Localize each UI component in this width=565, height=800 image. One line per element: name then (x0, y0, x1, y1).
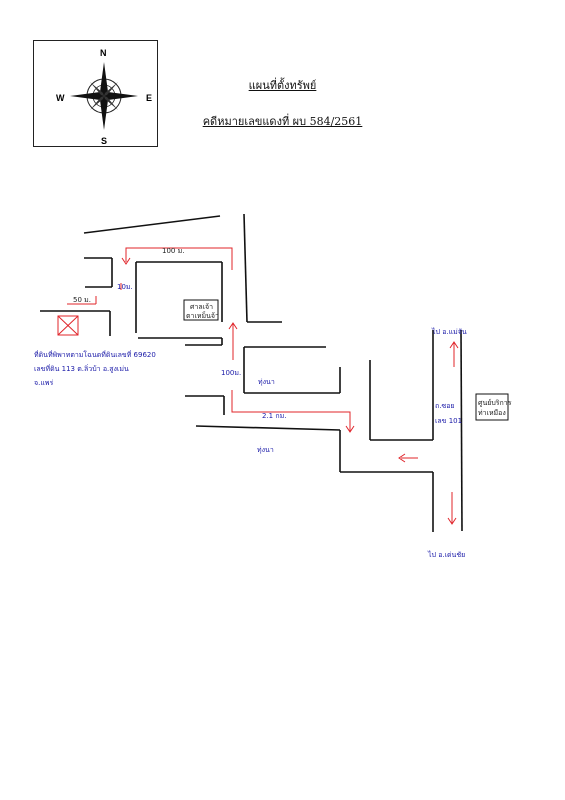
shrine-label-1: ศาลเจ้า (190, 303, 213, 311)
compass-rose-icon: N S E W (56, 48, 152, 146)
paddy-label-2: ทุ่งนา (257, 446, 274, 454)
station-label-2: ท่าเหมือง (478, 409, 506, 417)
soi-label-2: เลข 101 (435, 417, 462, 425)
direction-to-north: ไป อ.แม่จัน (431, 327, 467, 336)
distance-label-50m: 50 ม. (73, 296, 91, 304)
soi-label-1: ถ.ซอย (435, 402, 455, 410)
distance-label-10m: 10ม. (117, 283, 133, 291)
paddy-label-1: ทุ่งนา (258, 378, 275, 386)
compass-east-label: E (146, 93, 152, 103)
shrine-label-2: ตาเหม็นจ้า (186, 311, 219, 320)
page-title: แผนที่ตั้งทรัพย์ (248, 79, 317, 92)
property-label-1: ที่ดินที่พิพาทตามโฉนดที่ดินเลขที่ 69620 (34, 350, 156, 359)
distance-label-100m-top: 100 ม. (162, 247, 184, 255)
case-number: คดีหมายเลขแดงที่ ผบ 584/2561 (202, 115, 363, 128)
compass-west-label: W (56, 93, 65, 103)
direction-to-south: ไป อ.เด่นชัย (427, 550, 465, 559)
station-label-1: ศูนย์บริการ (478, 399, 512, 407)
road-lines (40, 213, 463, 532)
compass-box: N S E W (33, 40, 158, 147)
distance-label-100m-mid: 100ม. (221, 369, 241, 377)
distance-label-2km: 2.1 กม. (262, 412, 286, 420)
shrine-box (183, 299, 219, 321)
compass-north-label: N (100, 48, 107, 58)
route-arrows (67, 247, 459, 525)
property-label-2: เลขที่ดิน 113 ต.ลิ่วบ้า อ.สูงเม่น (34, 364, 129, 373)
property-marker (57, 315, 79, 336)
property-label-3: จ.แพร่ (34, 379, 53, 387)
station-box (475, 393, 509, 421)
compass-south-label: S (101, 136, 107, 146)
